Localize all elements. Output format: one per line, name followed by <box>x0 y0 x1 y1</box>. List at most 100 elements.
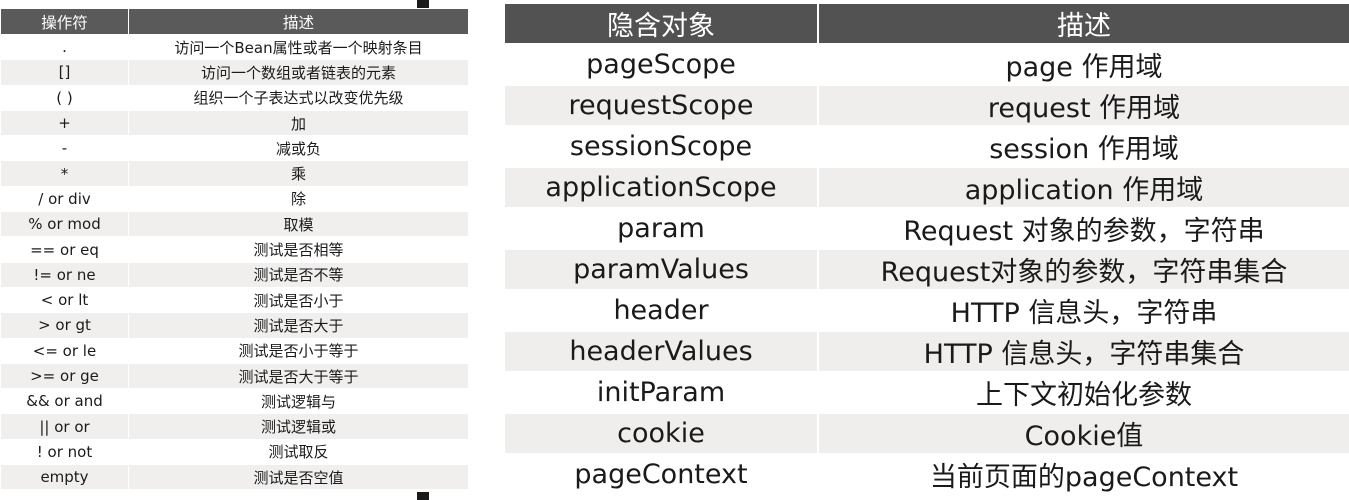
cell-name: < or lt <box>0 286 129 314</box>
header-implicit-object: 隐含对象 <box>503 2 819 45</box>
header-description: 描述 <box>817 2 1349 45</box>
el-operators-table-body: .访问一个Bean属性或者一个映射条目[]访问一个数组或者链表的元素( )组织一… <box>0 33 469 491</box>
table-row: *乘 <box>0 160 469 187</box>
cell-name: header <box>503 289 819 332</box>
cell-name: || or or <box>0 413 129 440</box>
cell-name: initParam <box>503 371 819 414</box>
cell-name: pageScope <box>503 43 819 86</box>
cell-description: 上下文初始化参数 <box>817 371 1349 414</box>
cell-description: 访问一个Bean属性或者一个映射条目 <box>128 33 469 61</box>
table-header-row: 操作符 描述 <box>0 8 469 35</box>
cell-description: 测试是否小于等于 <box>128 337 469 364</box>
cell-name: - <box>0 135 129 162</box>
table-row: .访问一个Bean属性或者一个映射条目 <box>0 33 469 61</box>
cell-name: != or ne <box>0 261 129 288</box>
divider-marker-bottom <box>417 492 429 500</box>
cell-name: ( ) <box>0 84 129 111</box>
cell-name: + <box>0 109 129 137</box>
table-row: []访问一个数组或者链表的元素 <box>0 59 469 86</box>
cell-name: paramValues <box>503 248 819 291</box>
divider-marker-top <box>417 0 429 8</box>
table-row: +加 <box>0 109 469 137</box>
cell-description: 取模 <box>128 211 469 238</box>
cell-description: 测试是否大于 <box>128 312 469 339</box>
cell-name: && or and <box>0 388 129 415</box>
cell-description: page 作用域 <box>817 43 1349 86</box>
cell-name: . <box>0 33 129 61</box>
table-row: ( )组织一个子表达式以改变优先级 <box>0 84 469 111</box>
cell-name: % or mod <box>0 211 129 238</box>
cell-name: [] <box>0 59 129 86</box>
cell-description: request 作用域 <box>817 84 1349 127</box>
el-operators-table: 操作符 描述 .访问一个Bean属性或者一个映射条目[]访问一个数组或者链表的元… <box>0 8 469 491</box>
cell-name: ! or not <box>0 438 129 466</box>
panel-divider <box>484 0 500 500</box>
cell-name: >= or ge <box>0 362 129 390</box>
cell-name: pageContext <box>503 453 819 496</box>
cell-name: empty <box>0 464 129 491</box>
cell-description: 测试是否空值 <box>128 464 469 491</box>
cell-description: 减或负 <box>128 135 469 162</box>
cell-description: 测试是否大于等于 <box>128 362 469 390</box>
cell-description: Cookie值 <box>817 412 1349 455</box>
cell-description: Request对象的参数，字符串集合 <box>817 248 1349 291</box>
cell-name: > or gt <box>0 312 129 339</box>
cell-description: 当前页面的pageContext <box>817 453 1349 496</box>
cell-name: requestScope <box>503 84 819 127</box>
cell-description: 组织一个子表达式以改变优先级 <box>128 84 469 111</box>
table-header-row: 隐含对象 描述 <box>503 2 1349 45</box>
header-operator: 操作符 <box>0 8 129 35</box>
cell-description: 测试逻辑与 <box>128 388 469 415</box>
cell-description: HTTP 信息头，字符串 <box>817 289 1349 332</box>
cell-name: headerValues <box>503 330 819 373</box>
cell-description: application 作用域 <box>817 166 1349 209</box>
cell-name: param <box>503 207 819 250</box>
cell-name: cookie <box>503 412 819 455</box>
cell-description: HTTP 信息头，字符串集合 <box>817 330 1349 373</box>
cell-description: session 作用域 <box>817 125 1349 168</box>
cell-description: Request 对象的参数，字符串 <box>817 207 1349 250</box>
cell-name: applicationScope <box>503 166 819 209</box>
cell-name: <= or le <box>0 337 129 364</box>
cell-description: 测试是否小于 <box>128 286 469 314</box>
header-description: 描述 <box>128 8 469 35</box>
cell-description: 除 <box>128 185 469 213</box>
cell-description: 测试逻辑或 <box>128 413 469 440</box>
cell-description: 访问一个数组或者链表的元素 <box>128 59 469 86</box>
cell-description: 加 <box>128 109 469 137</box>
cell-description: 测试是否不等 <box>128 261 469 288</box>
cell-name: * <box>0 160 129 187</box>
cell-description: 乘 <box>128 160 469 187</box>
cell-description: 测试是否相等 <box>128 236 469 263</box>
cell-name: == or eq <box>0 236 129 263</box>
cell-description: 测试取反 <box>128 438 469 466</box>
table-row: -减或负 <box>0 135 469 162</box>
cell-name: sessionScope <box>503 125 819 168</box>
cell-name: / or div <box>0 185 129 213</box>
